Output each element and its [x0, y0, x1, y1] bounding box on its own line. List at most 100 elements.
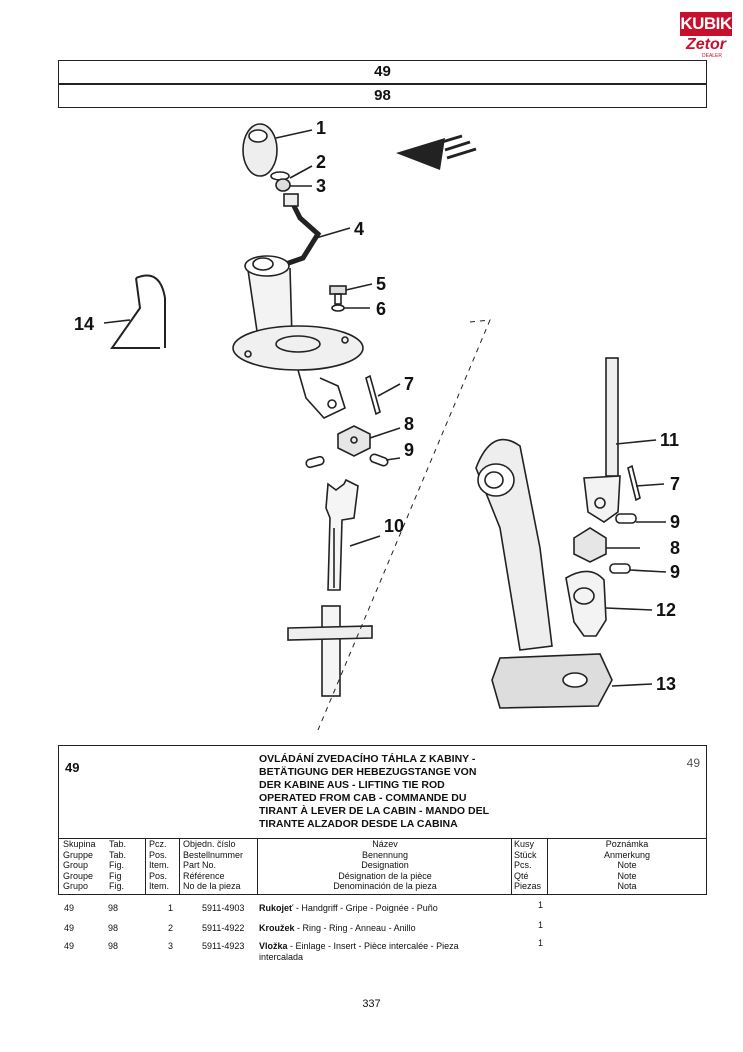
callout-label: 9: [670, 562, 680, 582]
cell-group: 49: [64, 903, 75, 913]
header-text: Fig.: [109, 881, 125, 891]
header-text: Název: [372, 839, 398, 849]
header-text: Piezas: [514, 881, 542, 891]
cell-qty: 1: [538, 920, 544, 930]
header-text: Part No.: [183, 860, 217, 870]
part-row: 49 98 1 5911-4903 Rukojeť - Handgriff - …: [58, 900, 705, 915]
name-rest: - Ring - Ring - Anneau - Anillo: [294, 923, 416, 933]
callout-label: 8: [404, 414, 414, 434]
column-header-name: Název Benennung Designation Désignation …: [257, 839, 512, 895]
title-line: DER KABINE AUS - LIFTING TIE ROD: [259, 779, 445, 791]
callout-label: 10: [384, 516, 404, 536]
callout-label: 4: [354, 219, 364, 239]
exploded-parts-diagram: 1 2 3 4 5 6 7 8 9 10 11 7 9 8 9 12 13 14: [74, 118, 680, 731]
cell-part-no: 5911-4922: [202, 923, 245, 933]
header-text: Pos.: [149, 870, 168, 881]
header-text: Qté: [514, 870, 529, 881]
header-text: Fig.: [109, 860, 125, 870]
header-text: Tab.: [109, 849, 127, 860]
cell-group: 49: [64, 923, 75, 933]
header-text: Groupe: [63, 870, 94, 881]
callout-label: 11: [660, 430, 679, 450]
cell-position: 3: [168, 941, 174, 951]
logo-dealer-text: DEALER: [702, 53, 723, 59]
header-text: Kusy: [514, 839, 535, 849]
callout-label: 5: [376, 274, 386, 294]
title-line: OPERATED FROM CAB - COMMANDE DU: [259, 792, 467, 804]
page-number: 337: [362, 998, 381, 1010]
column-header-figure: Tab. Tab. Fig. Fig Fig.: [109, 839, 145, 895]
header-text: Désignation de la pièce: [338, 870, 432, 881]
header-text: Designation: [361, 860, 409, 870]
header-text: Item.: [149, 860, 170, 870]
header-text: Objedn. číslo: [183, 839, 236, 849]
cell-figure: 98: [108, 941, 119, 951]
header-text: Tab.: [109, 839, 127, 849]
group-number: 49: [65, 760, 80, 775]
header-text: Gruppe: [63, 849, 94, 860]
header-text: Skupina: [63, 839, 96, 849]
cell-name: Kroužek - Ring - Ring - Anneau - Anillo: [259, 923, 416, 934]
figure-number-header: 98: [58, 84, 707, 108]
group-number-right: 49: [686, 756, 700, 770]
header-text: Group: [63, 860, 89, 870]
callout-label: 7: [404, 374, 414, 394]
callout-label: 7: [670, 474, 680, 494]
header-text: Note: [617, 870, 637, 881]
cell-name: Rukojeť - Handgriff - Gripe - Poignée - …: [259, 903, 438, 914]
title-line: OVLÁDÁNÍ ZVEDACÍHO TÁHLA Z KABINY -: [259, 753, 476, 765]
title-line: BETÄTIGUNG DER HEBEZUGSTANGE VON: [259, 766, 477, 778]
callout-label: 12: [656, 600, 676, 620]
logo-zetor-text: Zetor: [686, 36, 726, 53]
header-text: Bestellnummer: [183, 849, 244, 860]
part-row: 49 98 3 5911-4923 Vložka - Einlage - Ins…: [58, 938, 705, 965]
cell-qty: 1: [538, 900, 544, 910]
header-text: Item.: [149, 881, 170, 891]
header-text: Grupo: [63, 881, 89, 891]
cell-group: 49: [64, 941, 75, 951]
group-title: OVLÁDÁNÍ ZVEDACÍHO TÁHLA Z KABINY - BETÄ…: [259, 753, 519, 831]
callout-label: 2: [316, 152, 326, 172]
header-text: Fig: [109, 870, 122, 881]
cell-figure: 98: [108, 923, 119, 933]
cell-name: Vložka - Einlage - Insert - Pièce interc…: [259, 941, 459, 963]
name-rest: - Handgriff - Gripe - Poignée - Puño: [293, 903, 438, 913]
title-line: TIRANT À LEVER DE LA CABIN - MANDO DEL: [259, 805, 490, 817]
column-header-position: Pcz. Pos. Item. Pos. Item.: [145, 839, 183, 895]
name-bold: Rukojeť: [259, 903, 294, 913]
callout-label: 1: [316, 118, 326, 138]
column-header-note: Poznámka Anmerkung Note Note Nota: [547, 839, 706, 895]
header-text: Pcs.: [514, 860, 532, 870]
parts-group-info-box: 49 49 OVLÁDÁNÍ ZVEDACÍHO TÁHLA Z KABINY …: [58, 745, 707, 895]
header-text: Poznámka: [605, 839, 649, 849]
title-line: TIRANTE ALZADOR DESDE LA CABINA: [259, 818, 458, 830]
column-header-qty: Kusy Stück Pcs. Qté Piezas: [511, 839, 550, 895]
header-text: Pos.: [149, 849, 168, 860]
callout-label: 9: [404, 440, 414, 460]
callout-label: 14: [74, 314, 94, 334]
logo-kubik-text: KUBIK: [680, 12, 732, 36]
name-continuation: intercalada: [259, 952, 304, 962]
part-row: 49 98 2 5911-4922 Kroužek - Ring - Ring …: [58, 920, 705, 935]
brand-logo: KUBIK Zetor DEALER: [680, 12, 732, 62]
header-text: Denominación de la pieza: [333, 881, 437, 891]
cell-qty: 1: [538, 938, 544, 948]
cell-figure: 98: [108, 903, 119, 913]
header-text: Pcz.: [149, 839, 167, 849]
callout-label: 9: [670, 512, 680, 532]
column-headers: Skupina Gruppe Group Groupe Grupo Tab. T…: [59, 838, 706, 895]
header-text: Note: [617, 860, 637, 870]
header-text: Nota: [617, 881, 637, 891]
column-header-group: Skupina Gruppe Group Groupe Grupo: [63, 839, 105, 895]
cell-part-no: 5911-4923: [202, 941, 245, 951]
callout-label: 8: [670, 538, 680, 558]
callout-label: 13: [656, 674, 676, 694]
header-text: Anmerkung: [603, 849, 651, 860]
callout-label: 6: [376, 299, 386, 319]
name-bold: Kroužek: [259, 923, 295, 933]
cell-position: 2: [168, 923, 174, 933]
header-text: No de la pieza: [183, 881, 241, 891]
header-text: Benennung: [361, 849, 409, 860]
column-header-part-no: Objedn. číslo Bestellnummer Part No. Réf…: [179, 839, 257, 895]
cell-position: 1: [168, 903, 174, 913]
